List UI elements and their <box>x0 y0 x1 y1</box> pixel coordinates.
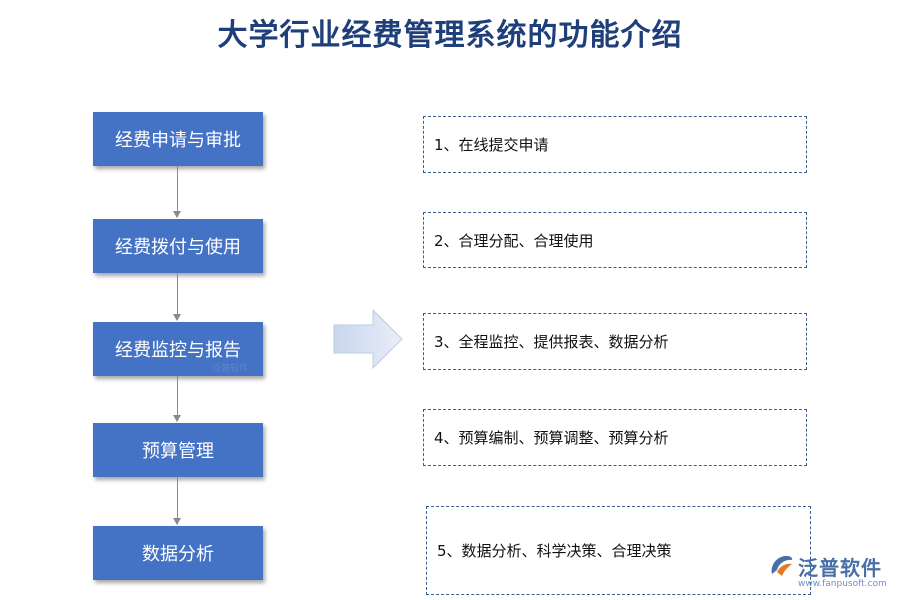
step-fund-application: 经费申请与审批 <box>93 112 263 166</box>
watermark-small: 泛普软件 <box>212 364 249 374</box>
connector-arrow-2 <box>173 273 181 321</box>
feature-box-3: 3、全程监控、提供报表、数据分析 <box>423 313 807 370</box>
step-fund-monitoring: 经费监控与报告 <box>93 322 263 376</box>
fanpu-logo: 泛普软件 www.fanpusoft.com <box>768 552 898 598</box>
feature-box-2: 2、合理分配、合理使用 <box>423 212 807 268</box>
logo-text: 泛普软件 <box>798 556 882 580</box>
step-data-analysis: 数据分析 <box>93 526 263 580</box>
logo-url: www.fanpusoft.com <box>798 579 887 589</box>
connector-arrow-4 <box>173 477 181 525</box>
feature-box-4: 4、预算编制、预算调整、预算分析 <box>423 409 807 466</box>
page-title: 大学行业经费管理系统的功能介绍 <box>217 18 683 53</box>
step-budget-management: 预算管理 <box>93 423 263 477</box>
feature-box-5: 5、数据分析、科学决策、合理决策 <box>426 506 811 595</box>
connector-arrow-3 <box>173 376 181 422</box>
fanpu-logo-icon <box>771 555 793 576</box>
connector-arrow-1 <box>173 166 181 218</box>
step-fund-allocation: 经费拨付与使用 <box>93 219 263 273</box>
feature-box-1: 1、在线提交申请 <box>423 116 807 173</box>
right-arrow-icon <box>333 309 403 369</box>
